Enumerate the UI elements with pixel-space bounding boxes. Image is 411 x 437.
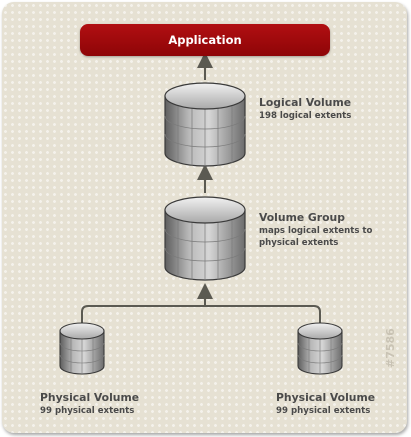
figure-id-watermark: #7586 [384,328,397,368]
logical-volume-disk-icon [164,82,246,167]
connectors [81,52,321,326]
physical-volume-right-title: Physical Volume [276,391,376,404]
pv-join-line [81,305,321,326]
volume-group-label: Volume Group maps logical extents to phy… [259,210,372,249]
physical-volume-left-disk-icon [59,322,105,375]
volume-group-title: Volume Group [259,211,345,224]
physical-volume-right-disk-icon [297,322,343,375]
logical-volume-label: Logical Volume 198 logical extents [259,95,351,122]
volume-group-detail-line2: physical extents [259,238,339,248]
application-box: Application [80,24,330,56]
application-label: Application [168,33,242,47]
physical-volume-right-detail: 99 physical extents [276,406,371,416]
physical-volume-left-title: Physical Volume [40,391,140,404]
physical-volume-right-label: Physical Volume 99 physical extents [276,390,375,417]
volume-group-detail-line1: maps logical extents to [259,226,373,236]
logical-volume-detail: 198 logical extents [259,111,352,121]
logical-volume-title: Logical Volume [259,96,352,109]
physical-volume-left-detail: 99 physical extents [40,406,135,416]
volume-group-disk-icon [164,196,246,281]
physical-volume-left-label: Physical Volume 99 physical extents [40,390,139,417]
